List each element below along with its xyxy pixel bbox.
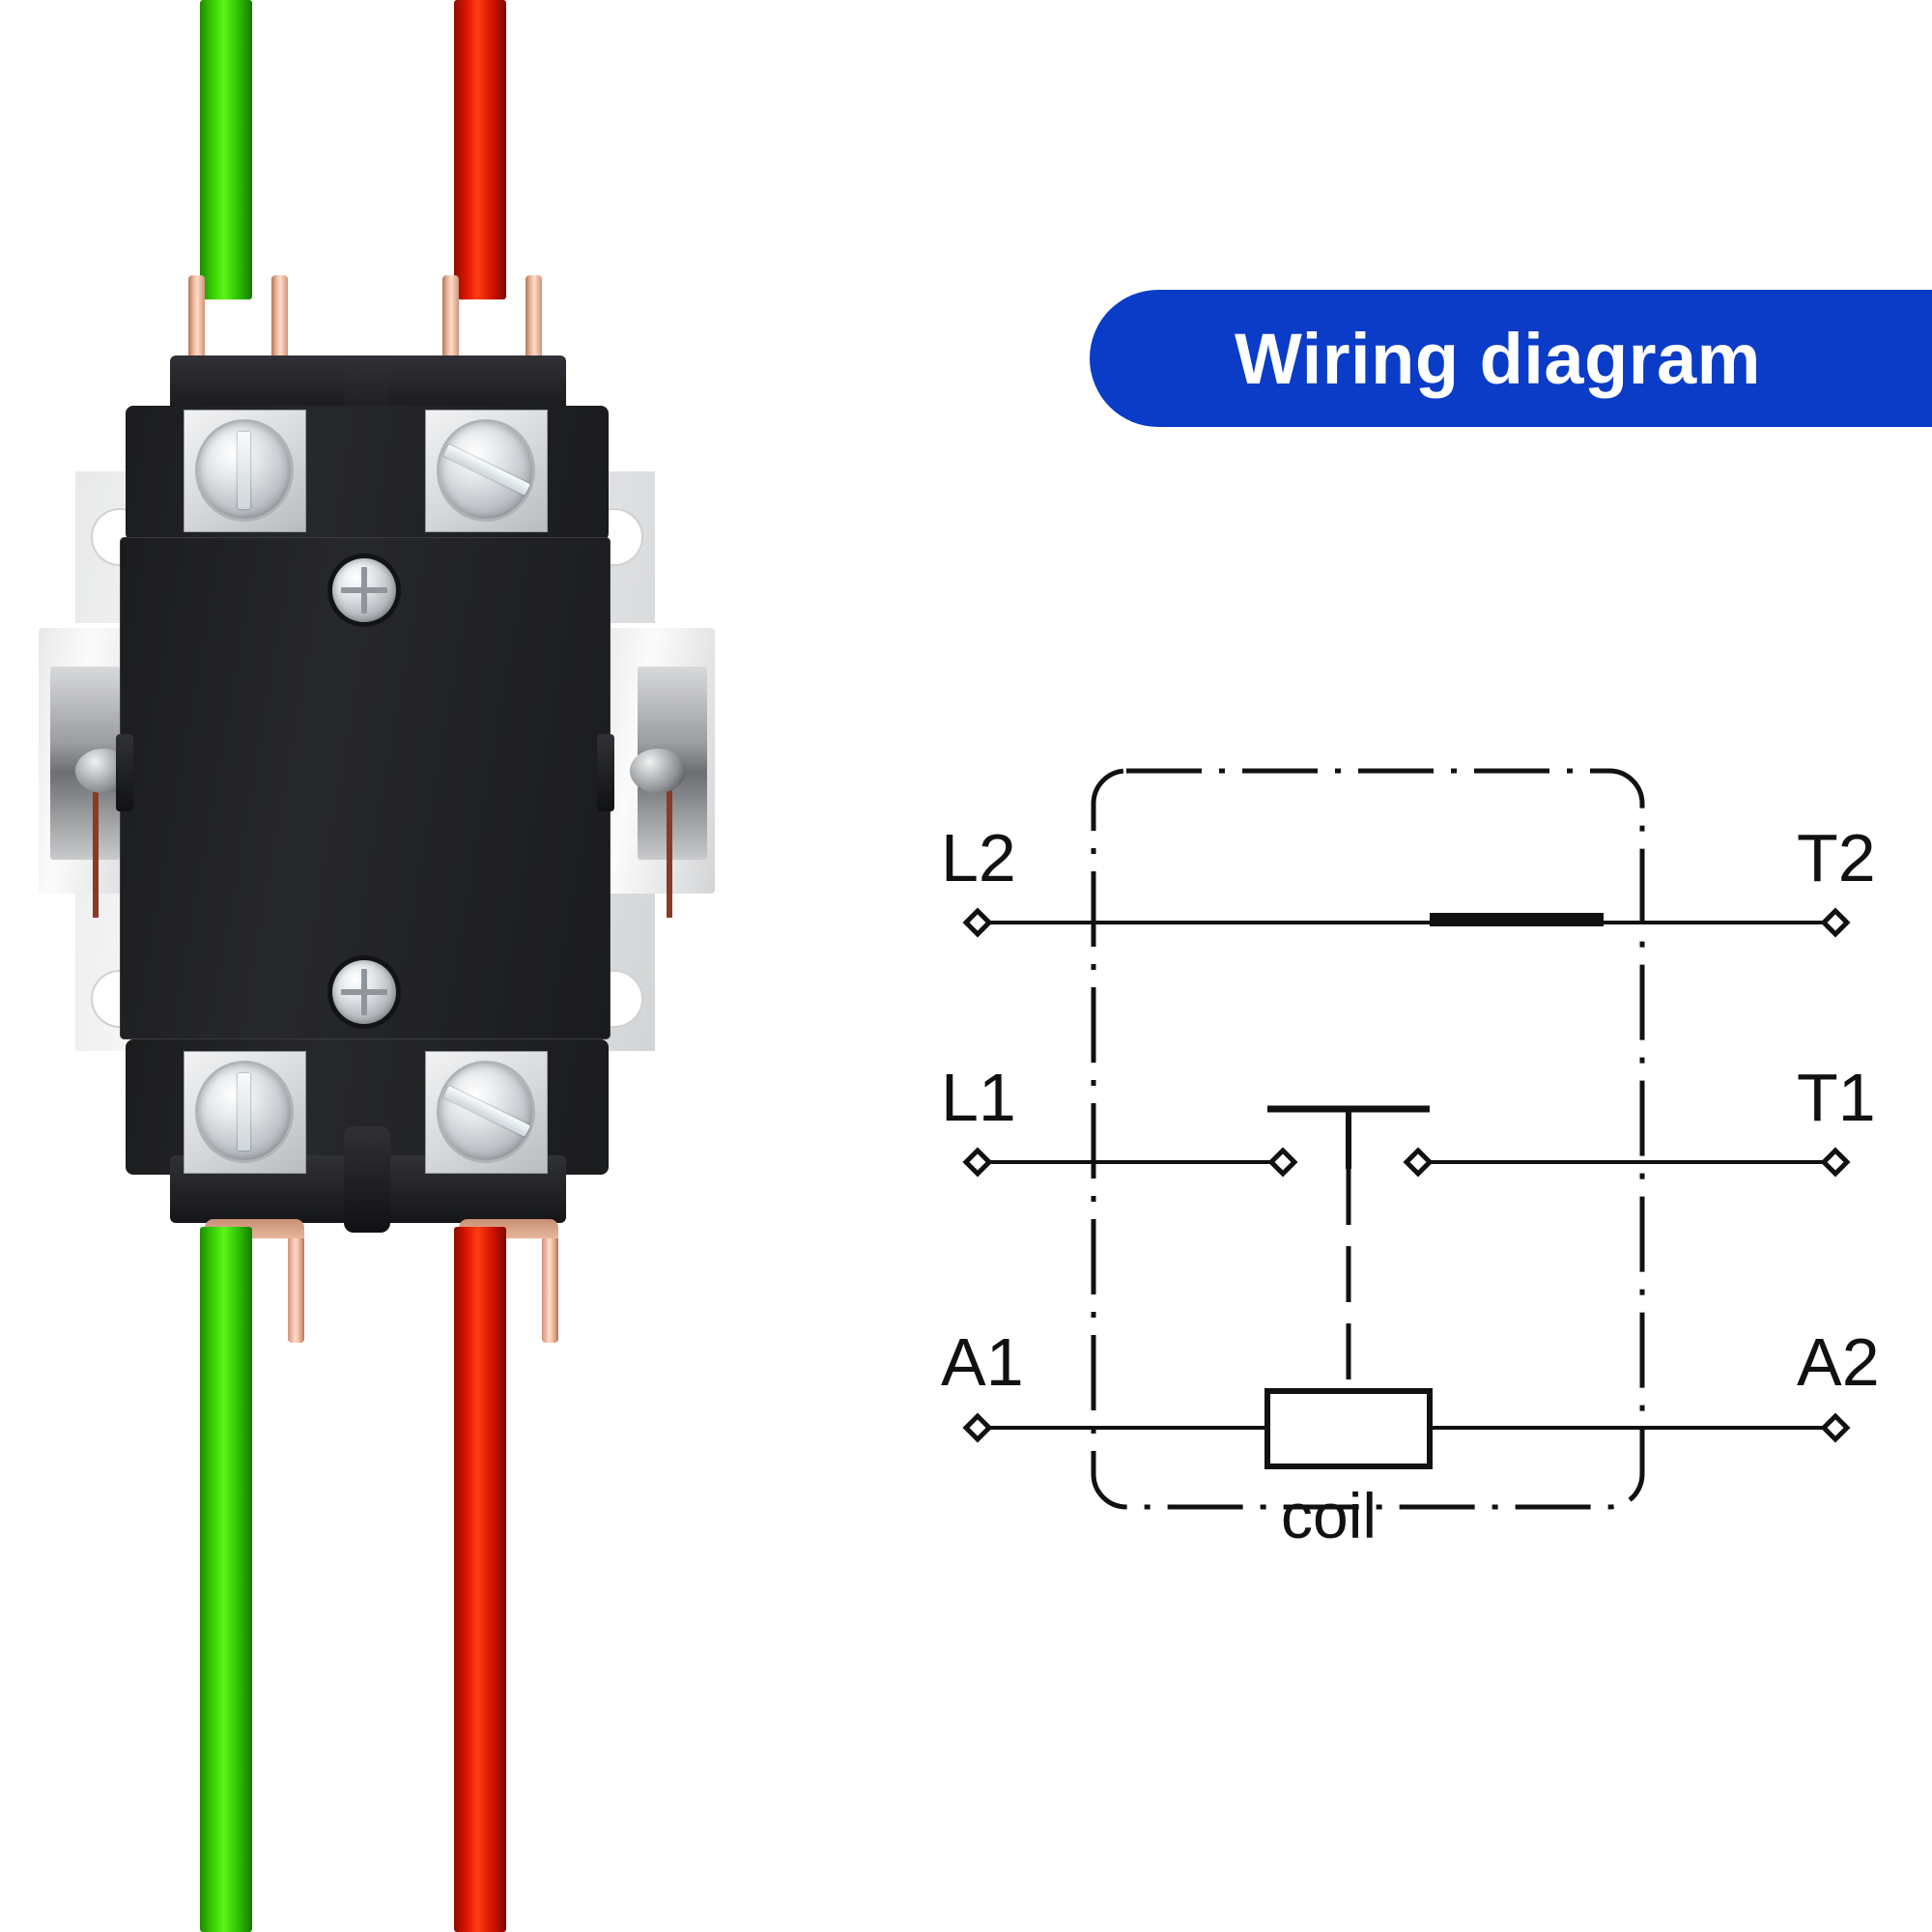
housing-side-notch-left [116, 734, 133, 811]
wire-bottom-left-green [200, 1227, 252, 1932]
terminal-dot-l1 [962, 1147, 993, 1178]
terminal-dot-t2 [1820, 907, 1851, 938]
face-screw-bottom [332, 960, 396, 1024]
enclosure-dash-dot [1091, 768, 1645, 1510]
terminal-label-a2: A2 [1797, 1324, 1880, 1400]
wiring-diagram-banner: Wiring diagram [1090, 290, 1932, 427]
housing-side-notch-right [597, 734, 614, 811]
face-screw-top [332, 558, 396, 622]
wire-top-right-red [454, 0, 506, 299]
terminal-bottom-left [184, 1051, 306, 1174]
terminal-top-left [184, 410, 306, 532]
wire-bottom-right-red [454, 1227, 506, 1932]
wiring-schematic: L2 T2 L1 T1 A1 A2 coil [927, 715, 1903, 1565]
terminal-label-a1: A1 [941, 1324, 1024, 1400]
contact-node-left [1267, 1147, 1298, 1178]
housing-bottom-center-clip [344, 1126, 390, 1233]
yoke-wire-right [667, 763, 672, 918]
terminal-label-t2: T2 [1797, 820, 1876, 895]
terminal-label-l1: L1 [941, 1060, 1016, 1135]
terminal-dot-a1 [962, 1412, 993, 1443]
wire-top-left-green [200, 0, 252, 299]
coil-label: coil [1281, 1480, 1377, 1551]
terminal-bottom-right [425, 1051, 548, 1174]
yoke-rivet-right [630, 749, 686, 793]
terminal-dot-a2 [1820, 1412, 1851, 1443]
contact-node-right [1403, 1147, 1434, 1178]
terminal-top-right [425, 410, 548, 532]
terminal-label-l2: L2 [941, 820, 1016, 895]
terminal-label-t1: T1 [1797, 1060, 1876, 1135]
coil-symbol [1264, 1388, 1433, 1469]
banner-title: Wiring diagram [1235, 318, 1761, 399]
yoke-wire-left [93, 763, 99, 918]
product-photo [0, 0, 869, 1932]
terminal-dot-l2 [962, 907, 993, 938]
terminal-dot-t1 [1820, 1147, 1851, 1178]
